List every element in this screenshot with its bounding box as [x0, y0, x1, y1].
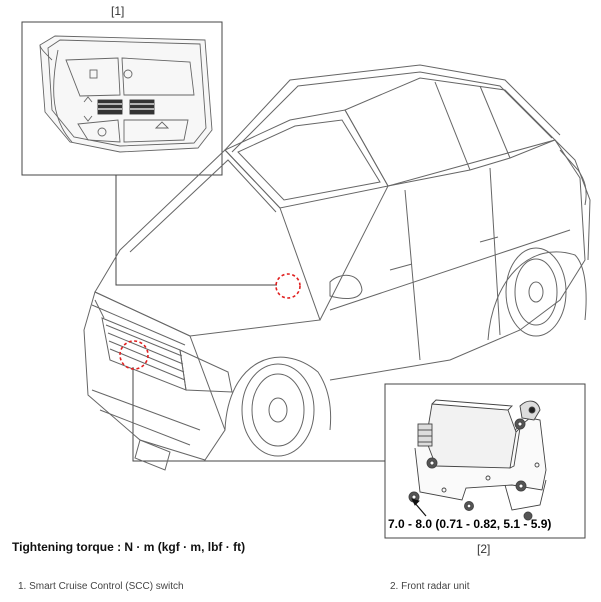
radar-unit-drawing	[408, 399, 547, 521]
leader-line-1	[115, 175, 277, 286]
highlight-scc-switch	[275, 273, 301, 299]
callout-label-1: [1]	[111, 4, 125, 18]
part-label-front-radar: 2. Front radar unit	[390, 581, 470, 592]
part-label-scc-switch: 1. Smart Cruise Control (SCC) switch	[18, 581, 184, 592]
torque-value: 7.0 - 8.0 (0.71 - 0.82, 5.1 - 5.9)	[388, 517, 552, 531]
leader-line-2	[132, 367, 385, 462]
torque-caption: Tightening torque : N · m (kgf · m, lbf …	[12, 540, 246, 554]
vehicle-outline	[83, 64, 591, 471]
scc-switch-drawing	[39, 35, 213, 153]
callout-label-2: [2]	[477, 542, 491, 556]
highlight-front-radar	[119, 340, 149, 370]
